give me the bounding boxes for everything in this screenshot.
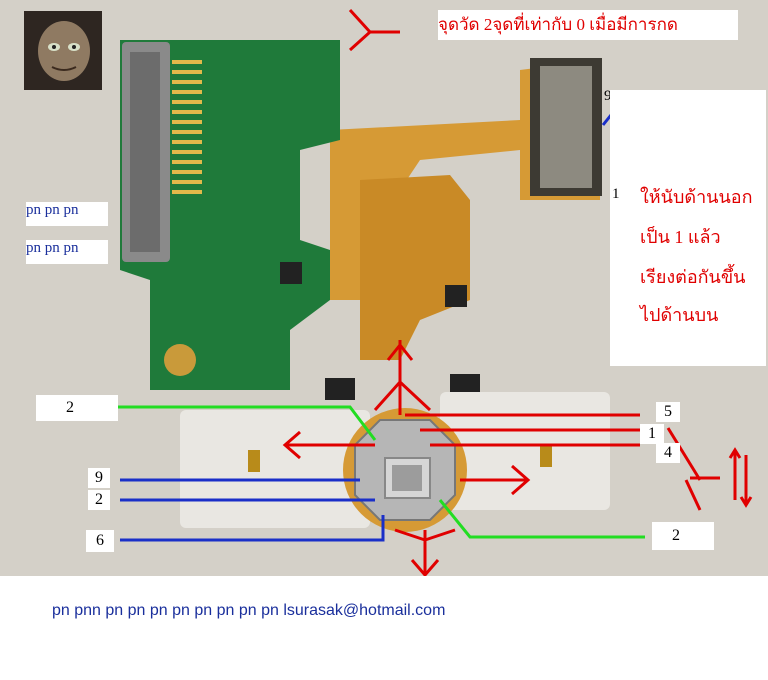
left-membrane: [180, 410, 370, 528]
avatar: [24, 11, 102, 90]
green-lines: [118, 405, 645, 539]
pin-label-blue-2: 2: [88, 490, 110, 510]
pin-label-1: 1: [640, 424, 664, 444]
pin-label-top-left: 2: [36, 395, 118, 421]
left-label-2: pn pn pn: [26, 240, 108, 264]
left-label-1: pn pn pn: [26, 202, 108, 226]
connector-pin-top: 9: [604, 88, 612, 104]
note-line-4: ไปด้านบน: [640, 305, 719, 325]
page-title: จุดวัด 2จุดที่เท่ากับ 0 เมื่อมีการกด: [438, 10, 738, 40]
right-membrane: [440, 392, 610, 510]
note-line-2: เป็น 1 แล้ว: [640, 227, 721, 247]
red-arrows: [282, 8, 753, 576]
pcb-photo: จุดวัด 2จุดที่เท่ากับ 0 เมื่อมีการกด 9 1…: [0, 0, 768, 576]
pin-label-5: 5: [656, 402, 680, 422]
connector-pin-bottom: 1: [612, 186, 620, 202]
note-box: 1 ให้นับด้านนอก เป็น 1 แล้ว เรียงต่อกันข…: [610, 90, 766, 366]
pin-label-bottom-right: 2: [652, 522, 714, 550]
pin-label-4: 4: [656, 443, 680, 463]
pin-label-blue-9: 9: [88, 468, 110, 488]
footer-credit: pn pnn pn pn pn pn pn pn pn pn lsurasak@…: [52, 602, 446, 619]
note-line-1: ให้นับด้านนอก: [640, 187, 753, 207]
pin-label-blue-6: 6: [86, 530, 114, 552]
note-line-3: เรียงต่อกันขึ้น: [640, 267, 746, 287]
main-pcb: [120, 40, 340, 390]
